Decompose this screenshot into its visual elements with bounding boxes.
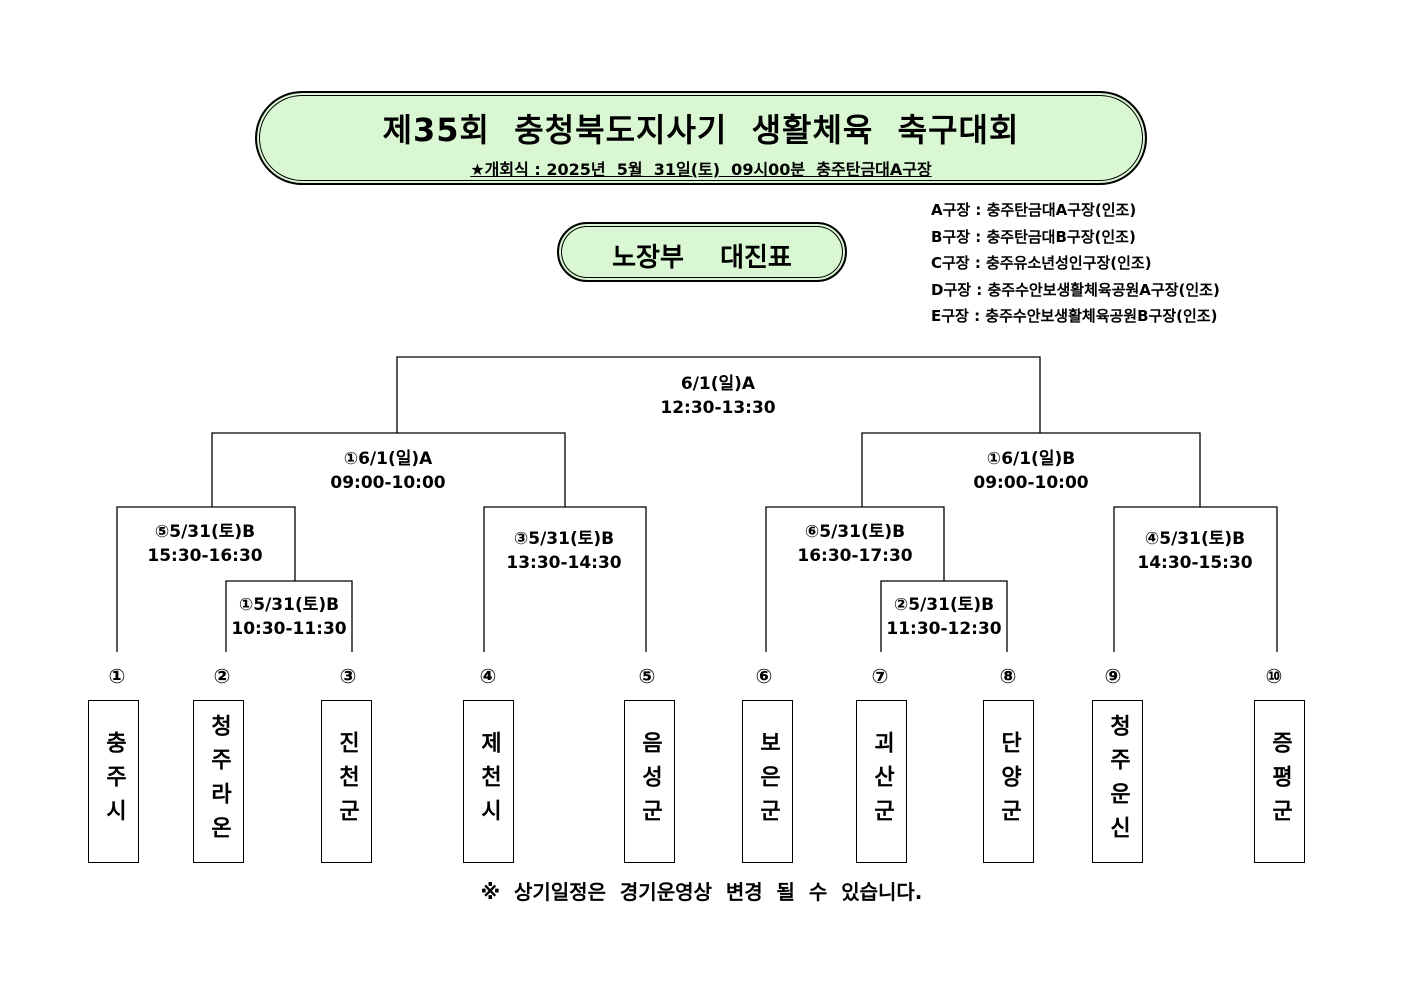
qf1-time: 15:30-16:30	[147, 546, 263, 566]
team-box: 단양군	[983, 700, 1034, 863]
seed-5: ⑤	[638, 664, 656, 688]
seed-8: ⑧	[999, 664, 1017, 688]
division-banner: 노장부 대진표	[557, 222, 847, 282]
seed-2: ②	[213, 664, 231, 688]
qf2-label: ③5/31(토)B 13:30-14:30	[506, 527, 621, 575]
semi-right-date: ①6/1(일)B	[986, 449, 1076, 469]
r1a-label: ①5/31(토)B 10:30-11:30	[231, 593, 346, 641]
final-time: 12:30-13:30	[660, 398, 776, 418]
seed-1: ①	[108, 664, 126, 688]
team-name: 충주시	[101, 730, 127, 833]
tournament-title-banner: 제35회 충청북도지사기 생활체육 축구대회 ★개회식 : 2025년 5월 3…	[255, 91, 1147, 185]
qf3-date: ⑥5/31(토)B	[804, 522, 906, 542]
semi-left-date: ①6/1(일)A	[343, 449, 433, 469]
schedule-change-notice: ※ 상기일정은 경기운영상 변경 될 수 있습니다.	[480, 880, 923, 904]
venue-b: B구장 : 충주탄금대B구장(인조)	[931, 227, 1136, 246]
r1b-bracket	[880, 580, 1008, 652]
r1a-bracket	[225, 580, 353, 652]
team-name: 괴산군	[869, 730, 895, 833]
team-name: 음성군	[637, 730, 663, 833]
seed-10: ⑩	[1265, 664, 1283, 688]
qf3-time: 16:30-17:30	[797, 546, 913, 566]
team-name: 보은군	[755, 730, 781, 833]
qf3-bracket	[765, 506, 945, 652]
venue-d: D구장 : 충주수안보생활체육공원A구장(인조)	[931, 280, 1220, 299]
venue-legend: A구장 : 충주탄금대A구장(인조) B구장 : 충주탄금대B구장(인조) C구…	[931, 197, 1220, 330]
semi-left-label: ①6/1(일)A 09:00-10:00	[330, 447, 445, 495]
r1b-label: ②5/31(토)B 11:30-12:30	[886, 593, 1001, 641]
venue-c: C구장 : 충주유소년성인구장(인조)	[931, 254, 1152, 272]
team-box: 괴산군	[856, 700, 907, 863]
team-box: 제천시	[463, 700, 514, 863]
qf1-bracket	[116, 506, 296, 652]
final-bracket	[396, 356, 1041, 433]
team-name: 진천군	[334, 730, 360, 833]
team-box: 청주운신	[1092, 700, 1143, 863]
seed-7: ⑦	[871, 664, 889, 688]
qf2-time: 13:30-14:30	[506, 553, 622, 573]
seed-3: ③	[339, 664, 357, 688]
venue-e: E구장 : 충주수안보생활체육공원B구장(인조)	[931, 307, 1218, 325]
team-box: 청주라온	[193, 700, 244, 863]
team-name: 청주라온	[206, 713, 232, 850]
qf2-date: ③5/31(토)B	[513, 529, 615, 549]
qf4-bracket	[1113, 506, 1278, 652]
venue-a: A구장 : 충주탄금대A구장(인조)	[931, 201, 1137, 219]
opening-ceremony-info: ★개회식 : 2025년 5월 31일(토) 09시00분 충주탄금대A구장	[470, 160, 932, 179]
final-date: 6/1(일)A	[680, 374, 756, 394]
qf4-time: 14:30-15:30	[1137, 553, 1253, 573]
qf1-date: ⑤5/31(토)B	[154, 522, 256, 542]
team-name: 증평군	[1267, 730, 1293, 833]
r1b-time: 11:30-12:30	[886, 619, 1002, 639]
team-name: 청주운신	[1105, 713, 1131, 850]
r1a-date: ①5/31(토)B	[238, 595, 340, 615]
team-box: 진천군	[321, 700, 372, 863]
semi-left-time: 09:00-10:00	[330, 473, 446, 493]
team-box: 충주시	[88, 700, 139, 863]
seed-6: ⑥	[755, 664, 773, 688]
semi-right-time: 09:00-10:00	[973, 473, 1089, 493]
seed-4: ④	[479, 664, 497, 688]
team-name: 제천시	[476, 730, 502, 833]
semi-left-bracket	[211, 432, 566, 507]
semi-right-label: ①6/1(일)B 09:00-10:00	[973, 447, 1088, 495]
final-match-label: 6/1(일)A 12:30-13:30	[660, 372, 775, 420]
division-title: 노장부 대진표	[612, 243, 792, 273]
r1b-date: ②5/31(토)B	[893, 595, 995, 615]
team-box: 증평군	[1254, 700, 1305, 863]
qf4-date: ④5/31(토)B	[1144, 529, 1246, 549]
qf3-label: ⑥5/31(토)B 16:30-17:30	[797, 520, 912, 568]
qf4-label: ④5/31(토)B 14:30-15:30	[1137, 527, 1252, 575]
team-box: 음성군	[624, 700, 675, 863]
r1a-time: 10:30-11:30	[231, 619, 347, 639]
semi-right-bracket	[861, 432, 1201, 507]
seed-9: ⑨	[1104, 664, 1122, 688]
qf2-bracket	[483, 506, 647, 652]
team-name: 단양군	[996, 730, 1022, 833]
team-box: 보은군	[742, 700, 793, 863]
qf1-label: ⑤5/31(토)B 15:30-16:30	[147, 520, 262, 568]
tournament-title: 제35회 충청북도지사기 생활체육 축구대회	[382, 111, 1020, 149]
